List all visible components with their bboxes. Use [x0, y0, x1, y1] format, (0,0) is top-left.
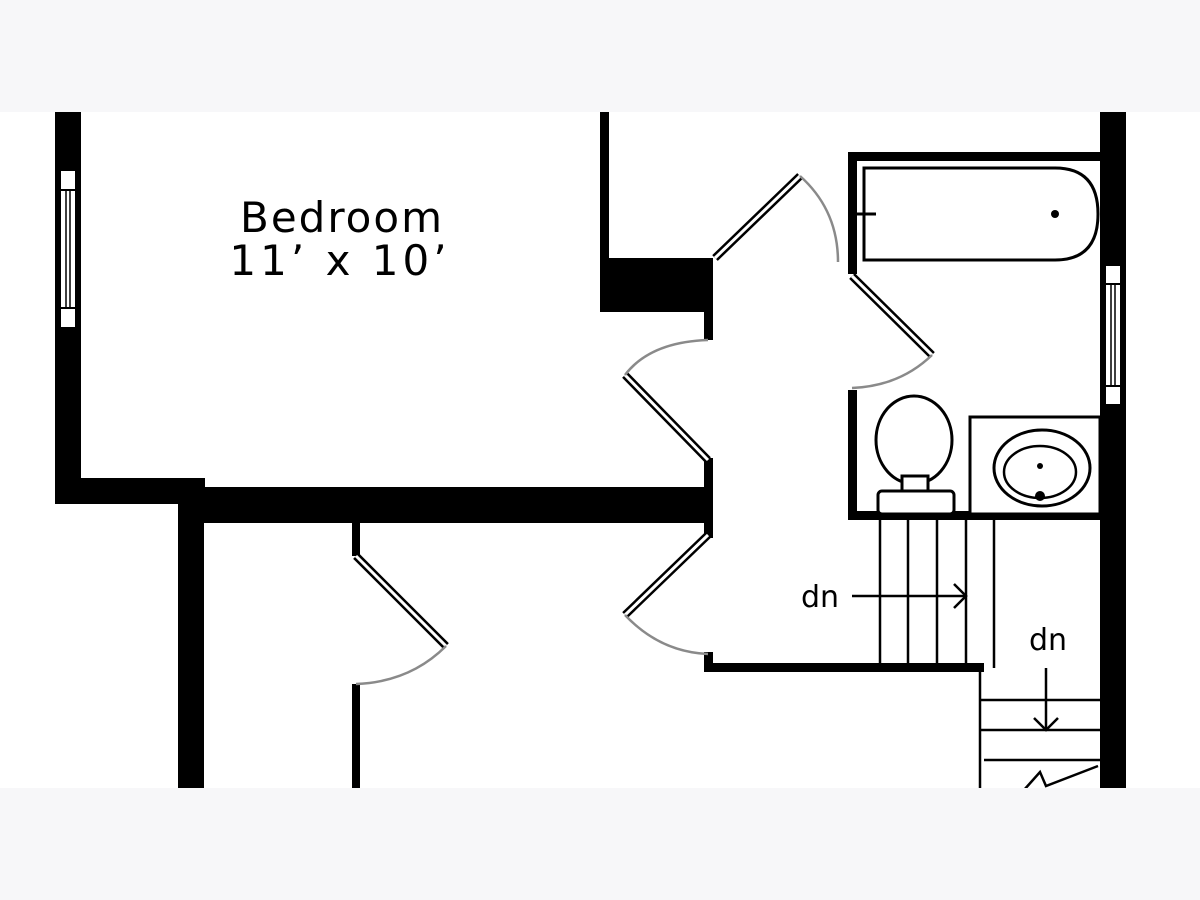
stair-arrow-head-icon	[953, 583, 968, 609]
doors	[353, 173, 935, 686]
stair-arrow-head-icon	[1033, 717, 1059, 732]
tub-drain-icon	[1051, 210, 1059, 218]
wall-hall-right-2	[704, 458, 713, 538]
wall-closet2-top	[352, 518, 360, 556]
wall-bath-top	[848, 152, 1102, 161]
vanity-sink	[968, 415, 1102, 516]
wall-bath-left-bottom	[848, 390, 857, 520]
room-title-bedroom: Bedroom	[240, 193, 444, 242]
window-bathroom	[1104, 264, 1122, 406]
stair-label-lower: dn	[1029, 623, 1067, 658]
stairs-upper	[852, 520, 996, 668]
bathtub	[855, 166, 1100, 262]
faucet-icon	[1037, 463, 1043, 469]
top-band	[0, 0, 1200, 112]
door-bedroom	[622, 338, 711, 463]
toilet	[874, 394, 956, 516]
wall-bedroom-bottom	[190, 487, 712, 523]
wall-hall-left	[178, 490, 204, 788]
wall-hall-right-3	[704, 652, 713, 672]
wall-closet-top	[600, 112, 609, 312]
wall-closet2-bottom	[352, 684, 360, 788]
wall-closet-block	[600, 258, 712, 312]
door-closet-upper	[712, 173, 840, 263]
wall-landing-bottom	[704, 663, 984, 672]
door-closet-lower	[353, 553, 449, 686]
stair-label-upper: dn	[801, 580, 839, 615]
bottom-band	[0, 788, 1200, 900]
sink-drain-icon	[1035, 491, 1045, 501]
wall-right-exterior	[1100, 112, 1126, 788]
room-size-bedroom: 11’ x 10’	[229, 236, 450, 285]
window-bedroom	[59, 169, 77, 329]
wall-hall-right-1	[704, 258, 713, 340]
stair-break-icon	[1023, 764, 1099, 791]
door-hall-closet	[622, 532, 711, 656]
wall-bath-left-top	[848, 152, 857, 274]
door-bathroom	[849, 273, 935, 390]
stairs-lower	[978, 668, 1100, 791]
